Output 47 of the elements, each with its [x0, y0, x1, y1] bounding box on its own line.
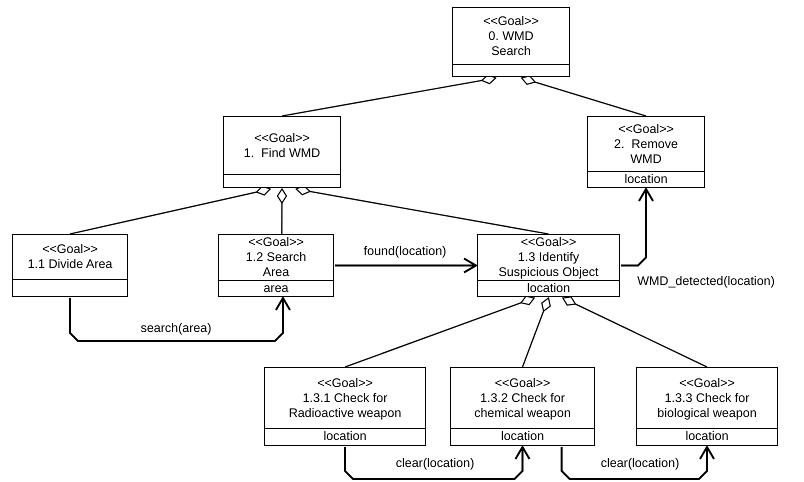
stereotype-label: <<Goal>>: [483, 14, 539, 28]
aggregation-line: [522, 297, 551, 368]
stereotype-label: <<Goal>>: [42, 242, 98, 257]
stereotype-label: <<Goal>>: [248, 235, 304, 250]
attribute-label: location: [500, 429, 544, 443]
attribute-label: location: [624, 172, 668, 186]
aggregation-line: [344, 296, 535, 368]
goal-class-box: [477, 234, 620, 297]
goal-name: 1.3.3 Check for biological weapon: [656, 390, 758, 420]
goal-name: 1.3.2 Check for chemical weapon: [473, 390, 572, 420]
arrow: [69, 297, 291, 342]
stereotype-label: <<Goal>>: [494, 376, 550, 390]
edge-label: WMD_detected(location): [636, 274, 776, 288]
aggregation-line: [276, 188, 288, 234]
goal-name: 0. WMD Search: [487, 28, 535, 58]
attribute-label: location: [526, 281, 570, 295]
stereotype-label: <<Goal>>: [679, 376, 735, 390]
goal-class-box: [218, 234, 334, 297]
aggregation-line: [70, 186, 271, 235]
goal-name: 1. Find WMD: [244, 146, 320, 160]
goal-name: 2. Remove WMD: [613, 136, 679, 166]
arrow: [560, 446, 715, 480]
aggregation-line: [521, 75, 646, 117]
arrow: [621, 188, 654, 266]
goal-class-box: [452, 7, 570, 77]
goal-class-box: [264, 367, 426, 446]
goal-class-box: [450, 367, 595, 446]
stereotype-label: <<Goal>>: [520, 235, 576, 250]
goal-class-box: [587, 116, 705, 188]
arrow: [335, 258, 477, 274]
stereotype-label: <<Goal>>: [317, 376, 373, 390]
edge-label: clear(location): [600, 456, 680, 470]
goal-name: 1.1 Divide Area: [28, 257, 112, 272]
edge-label: clear(location): [394, 456, 476, 470]
stereotype-label: <<Goal>>: [618, 122, 674, 136]
goal-class-box: [636, 367, 778, 446]
arrow: [344, 446, 530, 480]
goal-class-box: [223, 116, 341, 188]
attribute-label: location: [323, 429, 367, 443]
goal-name: 1.3.1 Check for Radioactive weapon: [288, 390, 402, 420]
attribute-label: location: [685, 429, 729, 443]
stereotype-label: <<Goal>>: [254, 130, 310, 146]
attribute-label: area: [263, 281, 289, 295]
edge-label: found(location): [362, 244, 448, 258]
aggregation-line: [562, 296, 708, 368]
goal-class-box: [12, 234, 128, 297]
edge-label: search(area): [140, 321, 212, 335]
